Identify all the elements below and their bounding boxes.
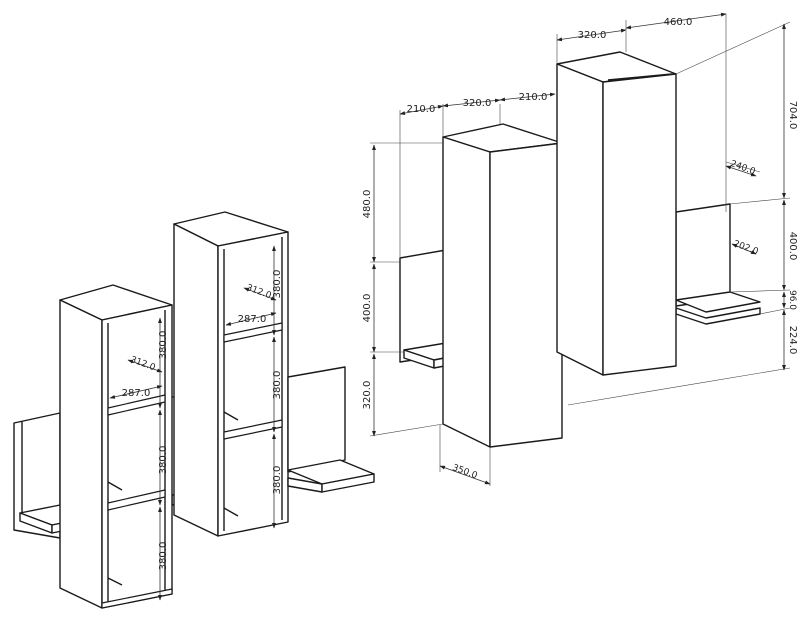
front-tall-cabinet (442, 123, 563, 448)
right-height-4: 224.0 (787, 326, 798, 355)
upper-unit-height-2: 380.0 (272, 371, 283, 400)
shelf-depth: 240.0 (729, 159, 757, 177)
right-height-2: 400.0 (787, 232, 798, 261)
left-height-2: 400.0 (362, 294, 373, 323)
top-width-1: 210.0 (407, 104, 436, 115)
right-height-3: 96.0 (787, 290, 797, 310)
bottom-depth: 350.0 (451, 463, 479, 481)
shelf-thickness: 202.0 (732, 239, 760, 257)
tall-unit-height-2: 380.0 (158, 446, 169, 475)
upper-unit-width: 287.0 (238, 314, 267, 325)
top-width-3: 210.0 (519, 92, 548, 103)
rear-tall-cabinet (556, 51, 677, 376)
right-dimension-lines (372, 12, 786, 485)
right-height-1: 704.0 (787, 101, 798, 130)
upper-width-1: 320.0 (578, 30, 607, 41)
right-assembly: 480.0 400.0 320.0 210.0 320.0 210.0 320.… (362, 12, 798, 486)
tall-unit-width: 287.0 (122, 388, 151, 399)
upper-open-unit (173, 211, 289, 537)
tall-open-unit (59, 284, 173, 609)
upper-unit-height-1: 380.0 (272, 270, 283, 299)
tall-unit-height-1: 380.0 (158, 331, 169, 360)
left-assembly: 380.0 380.0 380.0 312.0 287.0 380.0 380.… (13, 211, 375, 609)
tall-unit-height-3: 380.0 (158, 542, 169, 571)
right-extension-lines (369, 14, 791, 486)
top-width-2: 320.0 (463, 98, 492, 109)
left-height-3: 320.0 (362, 381, 373, 410)
right-dimension-labels: 480.0 400.0 320.0 210.0 320.0 210.0 320.… (362, 17, 798, 481)
right-right-back-panel (675, 203, 761, 325)
upper-width-2: 460.0 (664, 17, 693, 28)
right-back-panel-left-assembly (287, 366, 375, 493)
left-height-1: 480.0 (362, 190, 373, 219)
upper-unit-height-3: 380.0 (272, 466, 283, 495)
